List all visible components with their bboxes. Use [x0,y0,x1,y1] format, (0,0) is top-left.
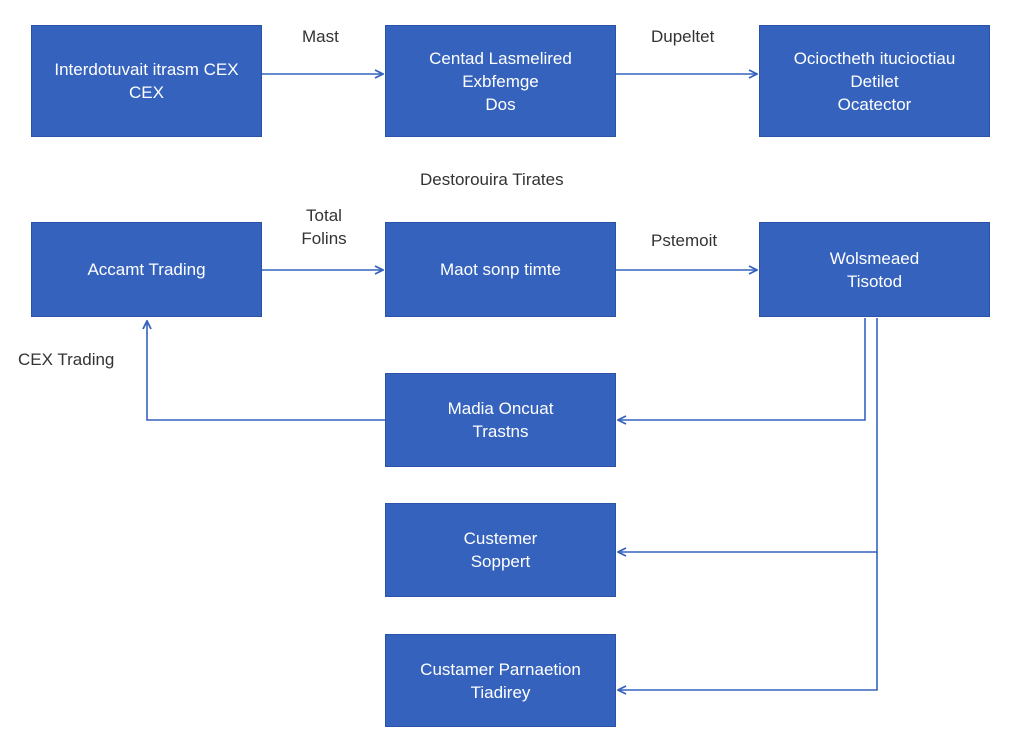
cex-node-line-1: Interdotuvait itrasm CEX [54,60,239,79]
support-node-line-2: Soppert [470,552,531,571]
edge-label-pstemoit: Pstemoit [651,231,718,250]
edge-label-dupeltet: Dupeltet [651,27,715,46]
section-title: Destorouira Tirates [420,170,564,189]
madia-node-line-2: Trastns [472,422,529,441]
cex-node: Interdotuvait itrasm CEX CEX [31,25,262,137]
detail-node: Ocioctheth itucioctiau Detilet Ocatector [759,25,990,137]
wolume-node-line-1: Wolsmeaed [829,248,920,268]
edge-wolume-to-madia [618,318,866,420]
cex-trading-label: CEX Trading [18,350,115,369]
exchange-node-line-3: Dos [485,94,516,114]
edge-label-mast: Mast [302,27,339,46]
wolume-node: Wolsmeaed Tisotod [759,222,990,317]
promotion-node-line-2: Tiadirey [470,682,531,702]
edge-wolume-to-support [618,318,878,552]
edge-wolume-to-promotion [618,552,878,690]
madia-node-line-1: Madia Oncuat [447,399,554,418]
promotion-node: Custamer Parnaetion Tiadirey [385,634,616,727]
cex-node-line-2: CEX [129,83,164,102]
exchange-node-line-1: Centad Lasmelired [429,48,572,68]
promotion-node-line-1: Custamer Parnaetion [420,659,581,679]
madia-node: Madia Oncuat Trastns [385,373,616,467]
exchange-node: Centad Lasmelired Exbfemge Dos [385,25,616,137]
detail-node-line-2: Detilet [850,71,899,91]
support-node: Custemer Soppert [385,503,616,597]
wolume-node-line-2: Tisotod [846,271,903,291]
edge-madia-to-account [147,321,385,421]
edge-label-total-folins: Total Folins [301,206,347,248]
exchange-node-line-2: Exbfemge [462,71,539,91]
detail-node-line-1: Ocioctheth itucioctiau [793,48,956,68]
support-node-line-1: Custemer [463,529,538,548]
market-node: Maot sonp timte [385,222,616,317]
account-node-line-1: Accamt Trading [87,260,206,279]
detail-node-line-3: Ocatector [837,94,912,114]
market-node-line-1: Maot sonp timte [440,260,561,279]
account-node: Accamt Trading [31,222,262,317]
